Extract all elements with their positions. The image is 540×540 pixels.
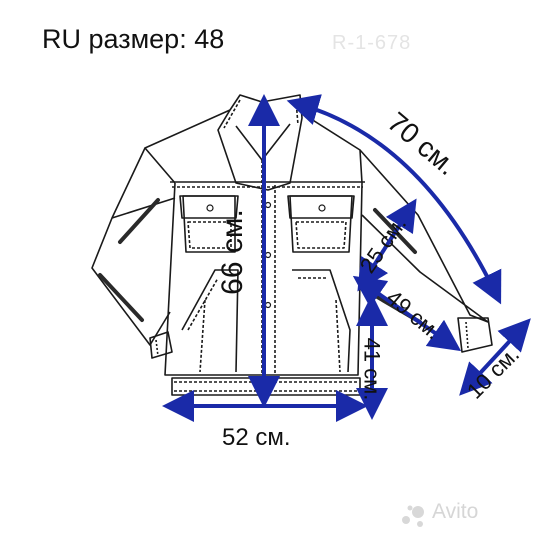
label-width: 52 см. [222,424,291,451]
label-side: 41 см. [359,337,385,401]
faint-article-code: R-1-678 [332,32,412,54]
arrow-armhole [357,198,417,292]
avito-logo [402,505,424,527]
measurement-arrows [162,94,531,422]
arrow-sleeve [286,94,502,305]
arrow-cuff [459,318,531,396]
avito-watermark: Avito [432,500,479,523]
label-length: 66 см. [215,209,249,295]
size-title: RU размер: 48 [42,24,225,54]
